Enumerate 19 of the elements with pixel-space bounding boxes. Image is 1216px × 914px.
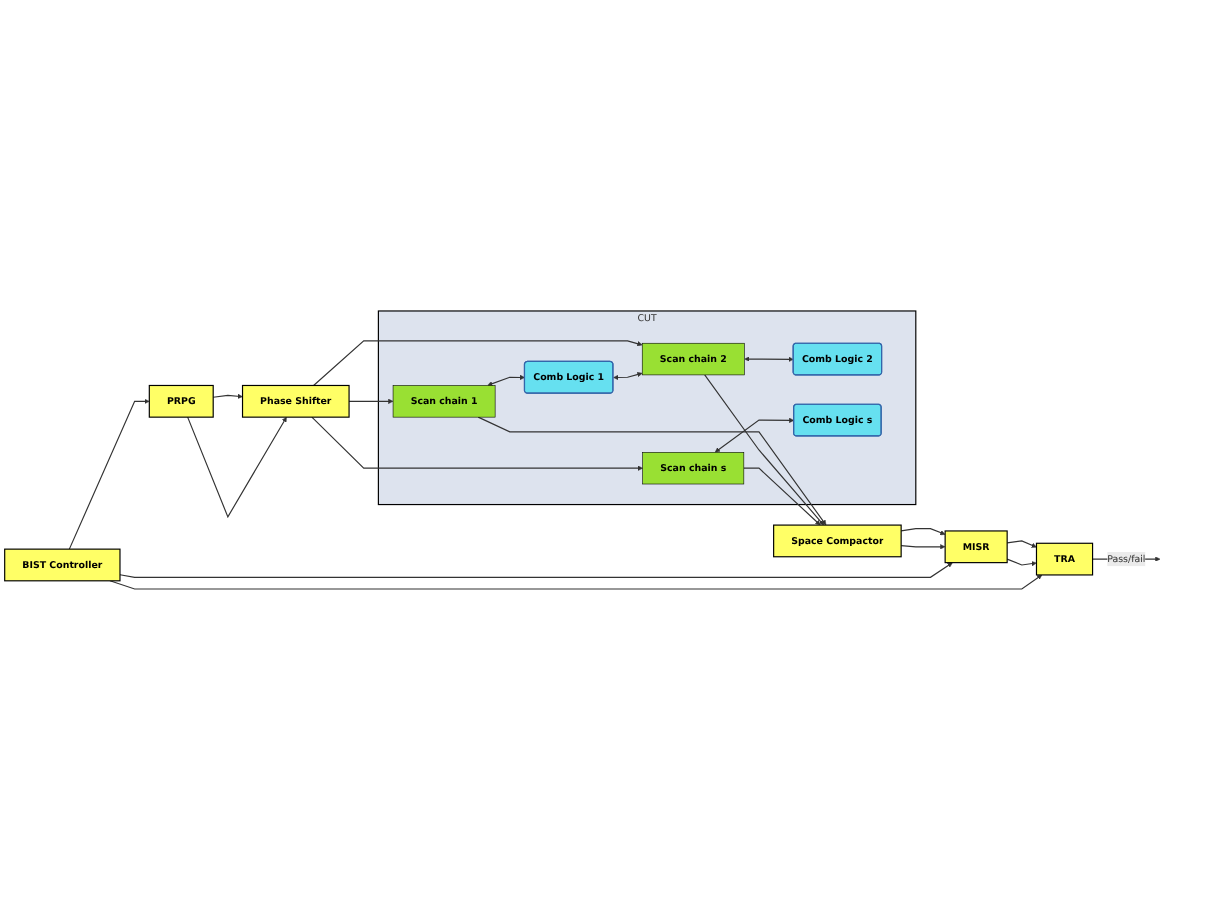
arrow (477, 416, 827, 526)
arrow (313, 340, 643, 387)
arrow (348, 398, 394, 404)
arrow (119, 562, 953, 578)
arrow (311, 416, 643, 471)
arrow (900, 528, 946, 536)
arrow (187, 416, 287, 519)
arrow (1006, 558, 1037, 567)
arrow (744, 356, 794, 362)
arrow (109, 574, 1043, 590)
arrow (743, 467, 821, 526)
arrow (1006, 540, 1037, 548)
arrow (68, 398, 150, 550)
arrow (487, 374, 525, 387)
arrow (704, 374, 824, 526)
arrow (212, 393, 243, 399)
arrow (613, 371, 643, 381)
arrow (714, 417, 795, 453)
arrow (900, 544, 946, 550)
